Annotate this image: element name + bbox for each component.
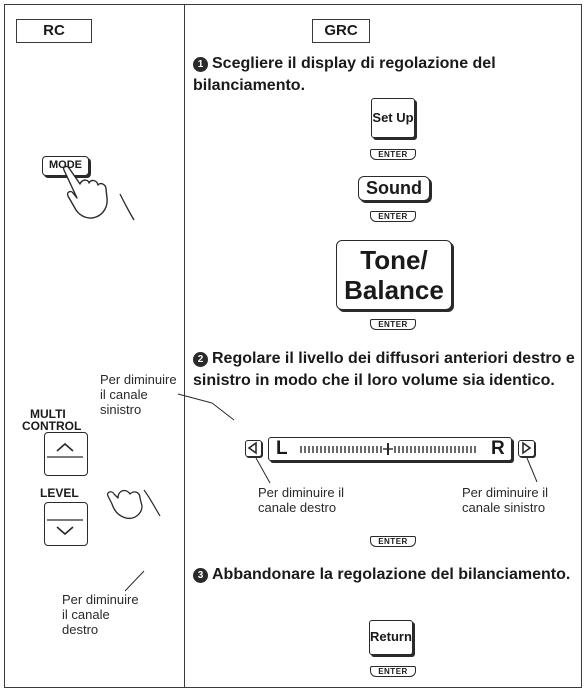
- hand-press-icon-2: [106, 489, 161, 520]
- step-2-label: Regolare il livello dei diffusori anteri…: [193, 350, 575, 389]
- bar-right-note-line2: canale sinistro: [462, 500, 546, 515]
- multi-label: MULTI: [30, 407, 66, 421]
- rc-note-bottom-line2: il canale: [62, 607, 110, 622]
- rc-tab: RC: [16, 19, 92, 43]
- rc-note-bottom: Per diminuire il canale destro: [62, 592, 182, 637]
- rc-note-bottom-line3: destro: [62, 622, 99, 637]
- step-2-number: 2: [193, 352, 208, 367]
- enter-key-3[interactable]: ENTER: [370, 319, 416, 330]
- tone-balance-line2: Balance: [344, 275, 444, 305]
- tone-balance-line1: Tone/: [360, 245, 428, 275]
- sound-button[interactable]: Sound: [358, 176, 430, 201]
- step-3-label: Abbandonare la regolazione del bilanciam…: [212, 566, 571, 583]
- balance-right-letter: R: [491, 438, 505, 459]
- step-1-label: Scegliere il display di regolazione del …: [193, 55, 496, 94]
- enter-key-4[interactable]: ENTER: [370, 536, 416, 547]
- enter-key-2[interactable]: ENTER: [370, 211, 416, 222]
- rc-note-top-line2: il canale: [100, 387, 148, 402]
- bar-right-note: Per diminuire il canale sinistro: [462, 485, 580, 515]
- balance-bar: L R: [268, 437, 512, 461]
- return-button[interactable]: Return: [369, 620, 413, 655]
- level-label: LEVEL: [40, 486, 79, 500]
- right-arrow-button[interactable]: [518, 440, 535, 457]
- bar-right-note-line1: Per diminuire il: [462, 485, 548, 500]
- hand-press-icon: [62, 165, 135, 221]
- page-border: [4, 4, 582, 688]
- rc-note-top-line1: Per diminuire: [100, 372, 177, 387]
- grc-tab: GRC: [312, 19, 370, 43]
- left-arrow-icon: [247, 441, 257, 455]
- down-arrow-icon: [47, 519, 83, 536]
- rc-note-bottom-line1: Per diminuire: [62, 592, 139, 607]
- setup-button[interactable]: Set Up: [371, 98, 415, 138]
- up-arrow-icon: [47, 442, 83, 458]
- bar-left-note-line2: canale destro: [258, 500, 337, 515]
- column-divider: [184, 4, 185, 688]
- right-arrow-icon: [522, 441, 532, 455]
- balance-left-letter: L: [276, 438, 288, 459]
- bar-left-note: Per diminuire il canale destro: [258, 485, 388, 515]
- rc-note-top-line3: sinistro: [100, 402, 142, 417]
- control-label: CONTROL: [22, 419, 82, 433]
- enter-key-1[interactable]: ENTER: [370, 149, 416, 160]
- tone-balance-button[interactable]: Tone/ Balance: [336, 240, 452, 310]
- step-3-number: 3: [193, 568, 208, 583]
- rc-note-top: Per diminuire il canale sinistro: [100, 372, 184, 417]
- level-down-key[interactable]: [44, 502, 88, 546]
- enter-key-5[interactable]: ENTER: [370, 666, 416, 677]
- bar-left-note-line1: Per diminuire il: [258, 485, 344, 500]
- level-up-key[interactable]: [44, 432, 88, 476]
- step-1-number: 1: [193, 57, 208, 72]
- step-3-text: 3 Abbandonare la regolazione del bilancia…: [193, 564, 581, 586]
- left-arrow-button[interactable]: [245, 440, 262, 457]
- balance-scale: [300, 443, 476, 455]
